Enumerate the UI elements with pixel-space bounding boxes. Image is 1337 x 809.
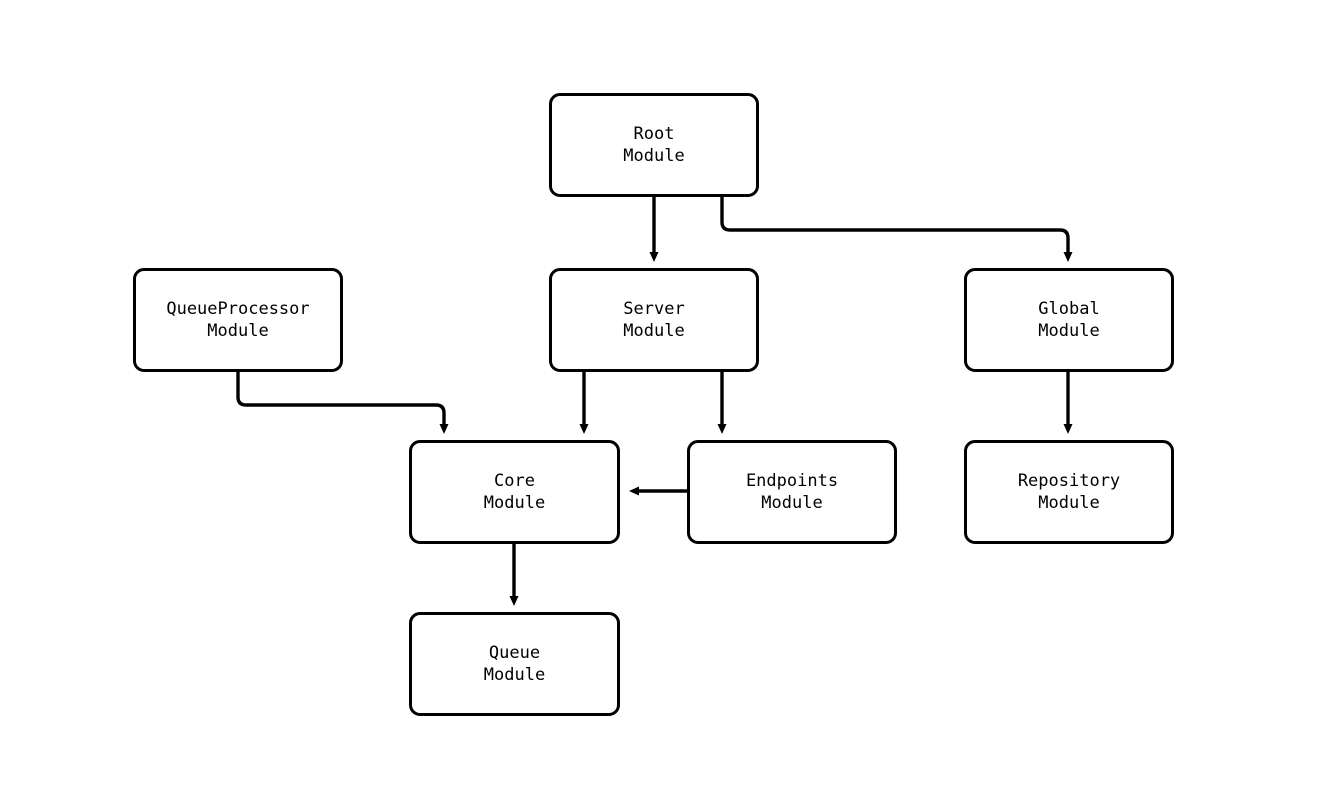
node-queue-module[interactable]: Queue Module xyxy=(409,612,620,716)
node-root-module-label-line2: Module xyxy=(623,146,685,166)
node-queueprocessor-module[interactable]: QueueProcessor Module xyxy=(133,268,343,372)
node-global-module-label-line2: Module xyxy=(1038,321,1100,341)
node-repository-module-label-line2: Module xyxy=(1038,493,1100,513)
edge-root-to-global xyxy=(720,197,1073,262)
node-repository-module-label-line1: Repository xyxy=(1017,471,1121,491)
node-queueprocessor-module-label-line2: Module xyxy=(207,321,269,341)
node-server-module[interactable]: Server Module xyxy=(549,268,759,372)
node-endpoints-module-label-line1: Endpoints xyxy=(745,471,839,491)
edges-group xyxy=(236,197,1073,606)
node-core-module-label-line2: Module xyxy=(483,493,546,513)
node-queue-module-label-line2: Module xyxy=(483,665,546,685)
node-queueprocessor-module-label-line1: QueueProcessor xyxy=(166,299,310,319)
node-endpoints-module-label-line2: Module xyxy=(761,493,823,513)
node-repository-module[interactable]: Repository Module xyxy=(964,440,1174,544)
node-core-module[interactable]: Core Module xyxy=(409,440,620,544)
node-root-module-label-line1: Root xyxy=(633,124,675,144)
node-server-module-label-line1: Server xyxy=(623,299,685,319)
node-global-module[interactable]: Global Module xyxy=(964,268,1174,372)
node-core-module-label-line1: Core xyxy=(494,471,535,491)
edge-queueprocessor-to-core xyxy=(236,372,449,434)
node-queue-module-label-line1: Queue xyxy=(488,643,541,663)
node-server-module-label-line2: Module xyxy=(623,321,685,341)
node-root-module[interactable]: Root Module xyxy=(549,93,759,197)
node-endpoints-module[interactable]: Endpoints Module xyxy=(687,440,897,544)
node-global-module-label-line1: Global xyxy=(1038,299,1100,319)
